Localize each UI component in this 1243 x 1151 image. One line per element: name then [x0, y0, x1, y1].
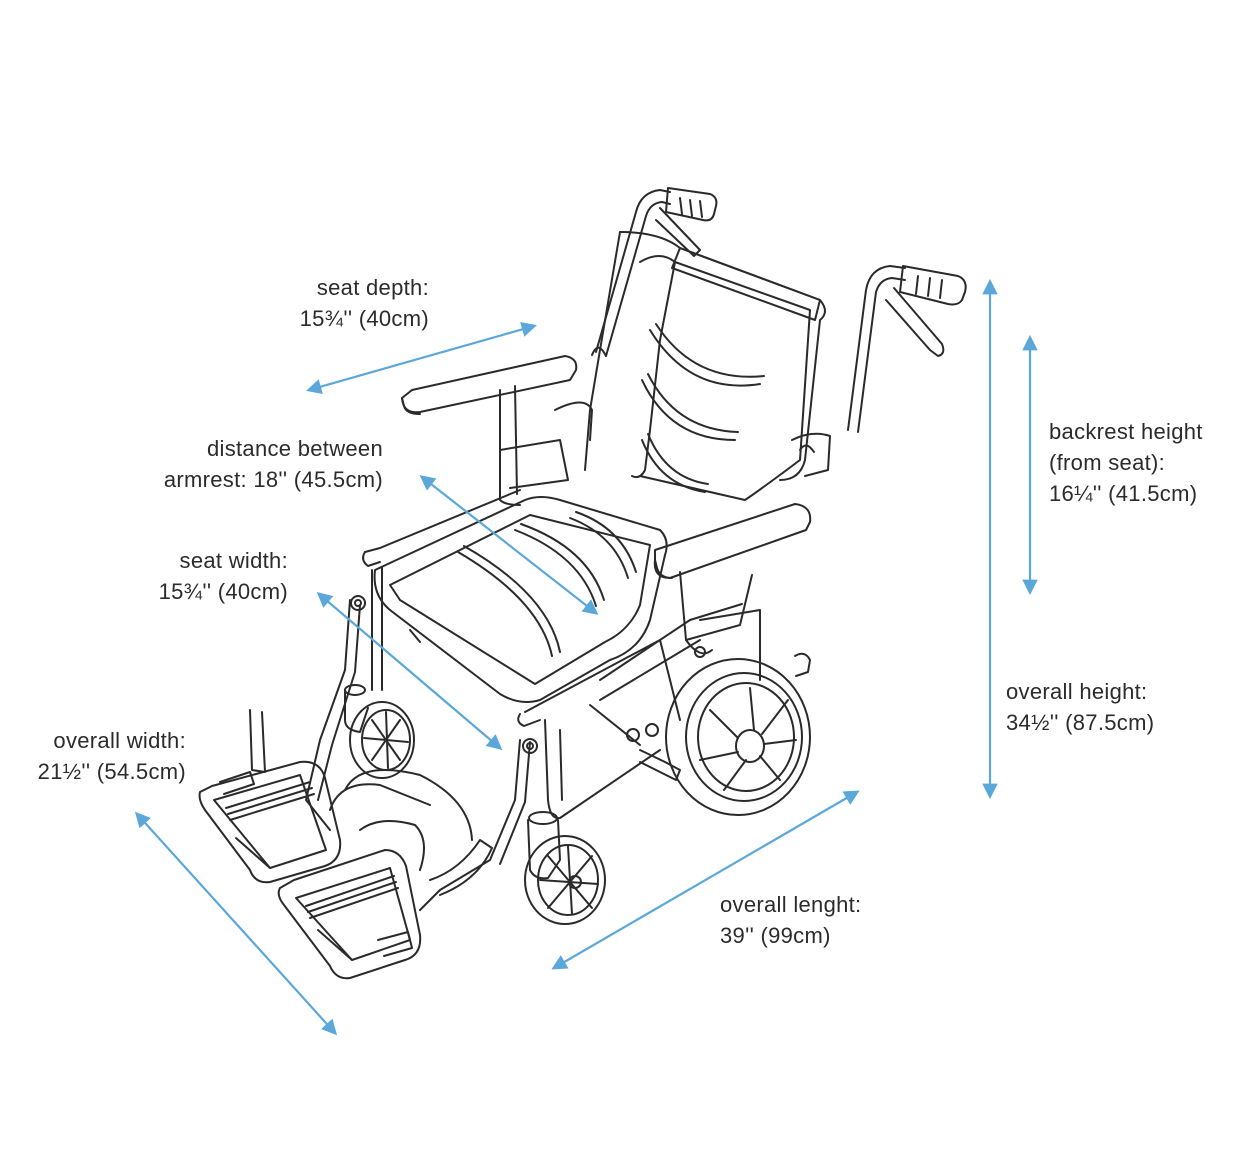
seat-depth-title: seat depth: — [316, 275, 429, 300]
seat-width-value: 15¾'' (40cm) — [158, 579, 288, 604]
right-push-handle — [847, 265, 967, 433]
overall-height-label: overall height: 34½'' (87.5cm) — [1006, 676, 1154, 738]
right-armrest — [653, 503, 812, 655]
backrest-height-label: backrest height (from seat): 16¼'' (41.5… — [1049, 416, 1203, 509]
frame — [371, 567, 761, 820]
seat-depth-value: 15¾'' (40cm) — [299, 306, 429, 331]
frame-hinges — [350, 595, 706, 781]
overall-width-label: overall width: 21½'' (54.5cm) — [38, 725, 186, 787]
seat — [362, 489, 668, 727]
rear-wheel — [665, 652, 811, 816]
seat-width-arrow — [316, 592, 503, 750]
overall-length-title: overall lenght: — [720, 892, 862, 917]
seat-width-label: seat width: 15¾'' (40cm) — [159, 545, 288, 607]
backrest — [584, 231, 831, 501]
seat-depth-label: seat depth: 15¾'' (40cm) — [300, 272, 429, 334]
armrest-distance-arrow — [419, 475, 599, 615]
left-front-caster — [344, 684, 415, 779]
overall-length-value: 39'' (99cm) — [720, 923, 831, 948]
overall-width-title: overall width: — [53, 728, 186, 753]
backrest-height-title: backrest height — [1049, 419, 1203, 444]
overall-height-value: 34½'' (87.5cm) — [1006, 710, 1155, 735]
left-footrest — [198, 599, 361, 884]
overall-height-title: overall height: — [1006, 679, 1148, 704]
dimension-arrows — [134, 278, 1038, 1036]
right-footrest — [277, 739, 531, 980]
seat-depth-arrow — [306, 321, 537, 395]
overall-width-arrow — [134, 811, 338, 1036]
overall-length-label: overall lenght: 39'' (99cm) — [720, 889, 861, 951]
armrest-distance-value: armrest: 18'' (45.5cm) — [163, 467, 383, 492]
backrest-height-value: 16¼'' (41.5cm) — [1049, 481, 1198, 506]
left-push-handle — [595, 187, 718, 357]
backrest-height-subtitle: (from seat): — [1049, 450, 1166, 475]
armrest-distance-label: distance between armrest: 18'' (45.5cm) — [164, 433, 383, 495]
armrest-distance-title: distance between — [206, 436, 383, 461]
seat-width-title: seat width: — [179, 548, 288, 573]
overall-length-arrow — [551, 790, 860, 970]
overall-width-value: 21½'' (54.5cm) — [37, 759, 186, 784]
right-front-caster — [524, 811, 606, 925]
